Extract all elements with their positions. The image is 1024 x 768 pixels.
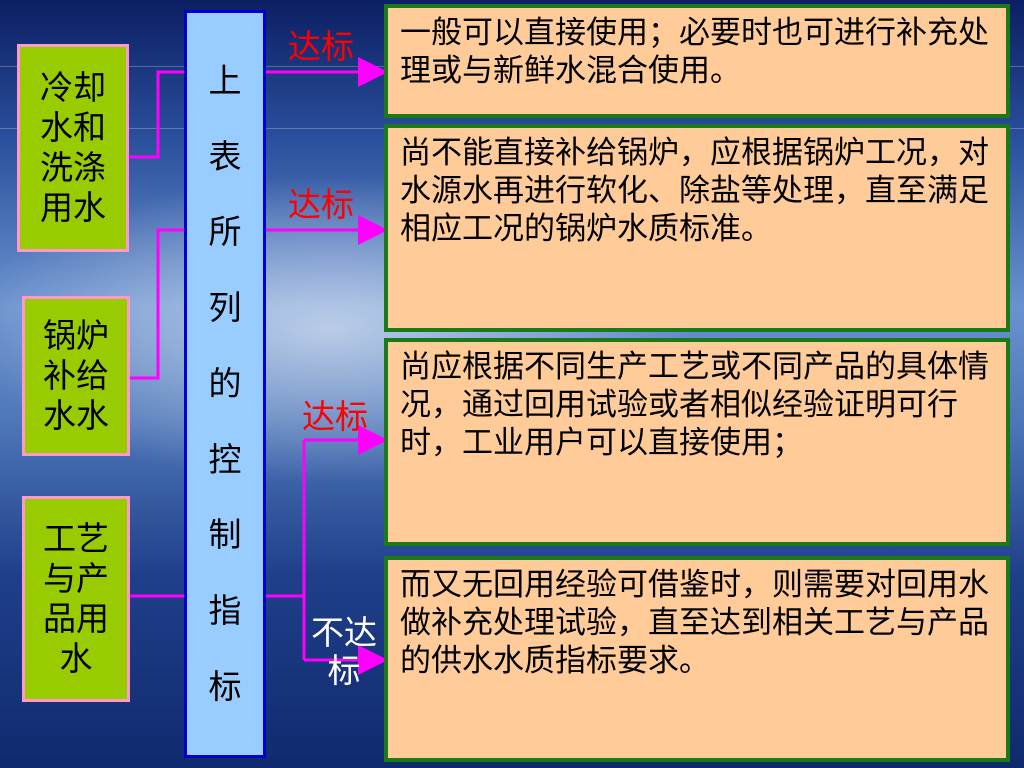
result-box-1: 一般可以直接使用；必要时也可进行补充处理或与新鲜水混合使用。: [384, 4, 1010, 118]
center-char: 列: [208, 288, 242, 328]
process-product-water-label: 工艺与产品用水: [43, 519, 109, 678]
cooling-washing-water-label: 冷却水和洗涤用水: [40, 68, 106, 227]
result-box-3: 尚应根据不同生产工艺或不同产品的具体情况，通过回用试验或者相似经验证明可行时，工…: [384, 338, 1010, 546]
result-text-3: 尚应根据不同生产工艺或不同产品的具体情况，通过回用试验或者相似经验证明可行时，工…: [400, 349, 989, 461]
pass-label-2: 达标: [288, 185, 354, 224]
center-char: 指: [208, 591, 242, 631]
center-char: 所: [208, 212, 242, 252]
center-char: 上: [208, 60, 242, 100]
center-char: 控: [208, 439, 242, 479]
pass-label-3: 达标: [302, 397, 368, 436]
pass-label-1: 达标: [288, 27, 354, 66]
result-text-2: 尚不能直接补给锅炉，应根据锅炉工况，对水源水再进行软化、除盐等处理，直至满足相应…: [400, 135, 989, 247]
process-product-water-box: 工艺与产品用水: [22, 496, 130, 702]
result-box-2: 尚不能直接补给锅炉，应根据锅炉工况，对水源水再进行软化、除盐等处理，直至满足相应…: [384, 124, 1010, 332]
control-indicators-box: 上 表 所 列 的 控 制 指 标: [184, 10, 266, 758]
center-char: 标: [208, 667, 242, 706]
boiler-feed-water-box: 锅炉补给水水: [22, 296, 130, 456]
result-box-4: 而又无回用经验可借鉴时，则需要对回用水做补充处理试验，直至达到相关工艺与产品的供…: [384, 556, 1010, 762]
cooling-washing-water-box: 冷却水和洗涤用水: [17, 44, 129, 252]
boiler-feed-water-label: 锅炉补给水水: [43, 316, 109, 435]
center-char: 表: [208, 136, 242, 176]
result-text-1: 一般可以直接使用；必要时也可进行补充处理或与新鲜水混合使用。: [400, 15, 989, 89]
fail-label: 不达标: [311, 613, 377, 690]
connector-boiler: [128, 228, 184, 380]
center-char: 的: [208, 363, 242, 403]
result-text-4: 而又无回用经验可借鉴时，则需要对回用水做补充处理试验，直至达到相关工艺与产品的供…: [400, 567, 989, 679]
connector-cooling: [128, 70, 184, 159]
center-char: 制: [208, 515, 242, 555]
